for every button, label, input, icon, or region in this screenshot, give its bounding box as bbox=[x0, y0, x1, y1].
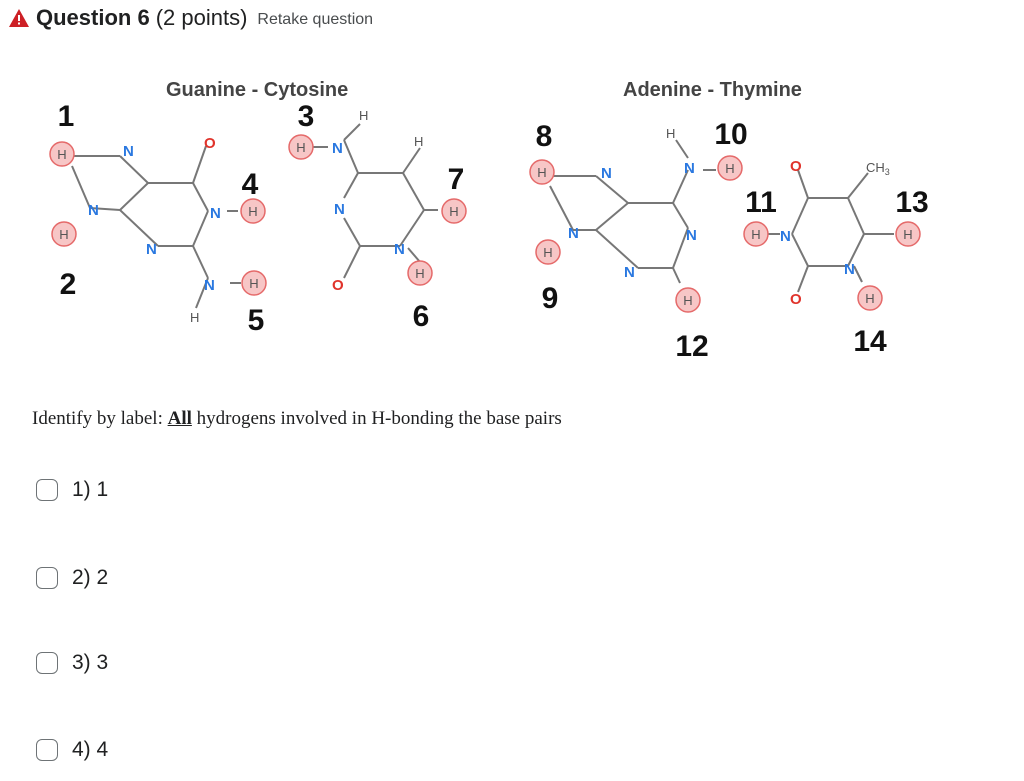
atom-n: N bbox=[334, 201, 345, 218]
label-5: 5 bbox=[248, 304, 265, 337]
atom-ch3: CH3 bbox=[866, 160, 890, 177]
option-label: 3) 3 bbox=[72, 651, 109, 674]
label-4: 4 bbox=[242, 168, 259, 201]
hydrogen-2: H bbox=[51, 221, 77, 247]
atom-o: O bbox=[204, 135, 216, 152]
number-labels: 1 2 3 4 5 6 7 8 9 10 11 12 13 14 bbox=[58, 100, 929, 363]
option-3[interactable]: 3) 3 bbox=[36, 651, 108, 675]
question-prompt: Identify by label: All hydrogens involve… bbox=[32, 408, 562, 429]
option-4[interactable]: 4) 4 bbox=[36, 738, 108, 762]
hydrogen-13: H bbox=[895, 221, 921, 247]
hydrogen-10: H bbox=[717, 155, 743, 181]
svg-text:H: H bbox=[57, 147, 66, 162]
svg-text:H: H bbox=[543, 245, 552, 260]
option-checkbox[interactable] bbox=[36, 652, 58, 674]
label-3: 3 bbox=[298, 100, 315, 133]
hydrogen-7: H bbox=[441, 198, 467, 224]
svg-text:H: H bbox=[751, 227, 760, 242]
atom-h: H bbox=[359, 108, 368, 123]
atom-n: N bbox=[780, 228, 791, 245]
cytosine-structure bbox=[313, 123, 438, 279]
label-2: 2 bbox=[60, 268, 77, 301]
option-label: 1) 1 bbox=[72, 478, 109, 501]
hydrogen-8: H bbox=[529, 159, 555, 185]
option-label: 4) 4 bbox=[72, 738, 109, 761]
option-1[interactable]: 1) 1 bbox=[36, 478, 108, 502]
label-10: 10 bbox=[714, 118, 747, 151]
label-12: 12 bbox=[675, 330, 708, 363]
label-14: 14 bbox=[853, 325, 887, 358]
label-1: 1 bbox=[58, 100, 75, 133]
label-7: 7 bbox=[448, 163, 465, 196]
option-checkbox[interactable] bbox=[36, 479, 58, 501]
svg-text:H: H bbox=[537, 165, 546, 180]
svg-text:H: H bbox=[249, 276, 258, 291]
hydrogen-14: H bbox=[857, 285, 883, 311]
option-label: 2) 2 bbox=[72, 566, 109, 589]
option-checkbox[interactable] bbox=[36, 739, 58, 761]
option-2[interactable]: 2) 2 bbox=[36, 566, 108, 590]
label-11: 11 bbox=[745, 186, 777, 219]
atom-o: O bbox=[790, 158, 802, 175]
question-header: Question 6 (2 points) Retake question bbox=[8, 0, 373, 36]
retake-question-link[interactable]: Retake question bbox=[257, 10, 374, 28]
svg-text:H: H bbox=[449, 204, 458, 219]
svg-text:H: H bbox=[415, 266, 424, 281]
warning-icon bbox=[9, 9, 29, 27]
svg-text:H: H bbox=[59, 227, 68, 242]
question-title: Question 6 bbox=[36, 5, 150, 30]
atom-h: H bbox=[190, 310, 199, 325]
label-8: 8 bbox=[536, 120, 553, 153]
atom-n: N bbox=[686, 227, 697, 244]
hydrogen-5: H bbox=[241, 270, 267, 296]
atom-n: N bbox=[684, 160, 695, 177]
svg-text:H: H bbox=[248, 204, 257, 219]
prompt-emphasis: All bbox=[167, 408, 192, 429]
hydrogen-3: H bbox=[288, 134, 314, 160]
atom-n: N bbox=[146, 241, 157, 258]
hydrogen-9: H bbox=[535, 239, 561, 265]
atom-n: N bbox=[394, 241, 405, 258]
adenine-structure bbox=[549, 139, 716, 284]
option-checkbox[interactable] bbox=[36, 567, 58, 589]
hydrogen-11: H bbox=[743, 221, 769, 247]
atom-n: N bbox=[844, 261, 855, 278]
svg-text:H: H bbox=[296, 140, 305, 155]
atom-n: N bbox=[568, 225, 579, 242]
base-pairs-figure: Guanine - Cytosine Adenine - Thymine N N… bbox=[49, 79, 929, 363]
atom-o: O bbox=[790, 291, 802, 308]
svg-text:H: H bbox=[865, 291, 874, 306]
atom-n: N bbox=[601, 165, 612, 182]
hydrogen-12: H bbox=[675, 287, 701, 313]
svg-text:H: H bbox=[683, 293, 692, 308]
hydrogen-6: H bbox=[407, 260, 433, 286]
atom-n: N bbox=[332, 140, 343, 157]
atom-n: N bbox=[210, 205, 221, 222]
hydrogen-1: H bbox=[49, 141, 75, 167]
atom-o: O bbox=[332, 277, 344, 294]
atom-h: H bbox=[414, 134, 423, 149]
atom-h: H bbox=[666, 126, 675, 141]
atom-n: N bbox=[624, 264, 635, 281]
label-9: 9 bbox=[542, 282, 559, 315]
atom-n: N bbox=[88, 202, 99, 219]
svg-text:H: H bbox=[725, 161, 734, 176]
hydrogen-4: H bbox=[240, 198, 266, 224]
circled-hydrogens: H H H H H H H H H H H H H H bbox=[49, 134, 921, 313]
adenine-thymine-title: Adenine - Thymine bbox=[623, 79, 802, 101]
atom-n: N bbox=[123, 143, 134, 160]
guanine-structure bbox=[70, 145, 241, 309]
question-points: (2 points) bbox=[155, 5, 248, 30]
svg-text:H: H bbox=[903, 227, 912, 242]
thymine-structure bbox=[768, 169, 894, 293]
label-6: 6 bbox=[413, 300, 430, 333]
label-13: 13 bbox=[895, 186, 928, 219]
atom-n: N bbox=[204, 277, 215, 294]
guanine-cytosine-title: Guanine - Cytosine bbox=[166, 79, 348, 101]
